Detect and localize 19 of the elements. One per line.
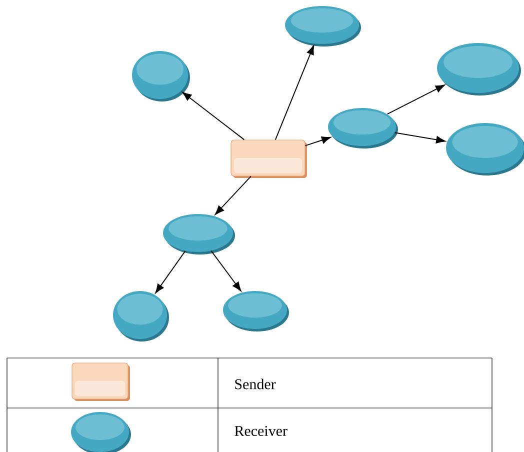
receiver-ellipse: [328, 108, 398, 148]
arrow: [386, 84, 445, 115]
legend-text: Sender: [235, 378, 276, 390]
receiver-ellipse: [223, 291, 289, 332]
receiver-ellipse: [446, 123, 524, 176]
arrow: [214, 176, 252, 215]
receiver-ellipse: [437, 43, 521, 96]
receiver-ellipse: [113, 291, 169, 342]
arrow: [210, 250, 242, 292]
arrow: [304, 136, 331, 146]
arrow: [155, 250, 186, 294]
arrow: [274, 45, 314, 140]
receiver-ellipse: [132, 51, 190, 102]
arrow: [394, 132, 446, 144]
legend-text: Receiver: [234, 426, 288, 436]
receiver-ellipse: [285, 6, 361, 46]
arrow: [182, 92, 245, 140]
receiver-ellipse: [163, 214, 235, 254]
sender-box: [230, 140, 307, 178]
